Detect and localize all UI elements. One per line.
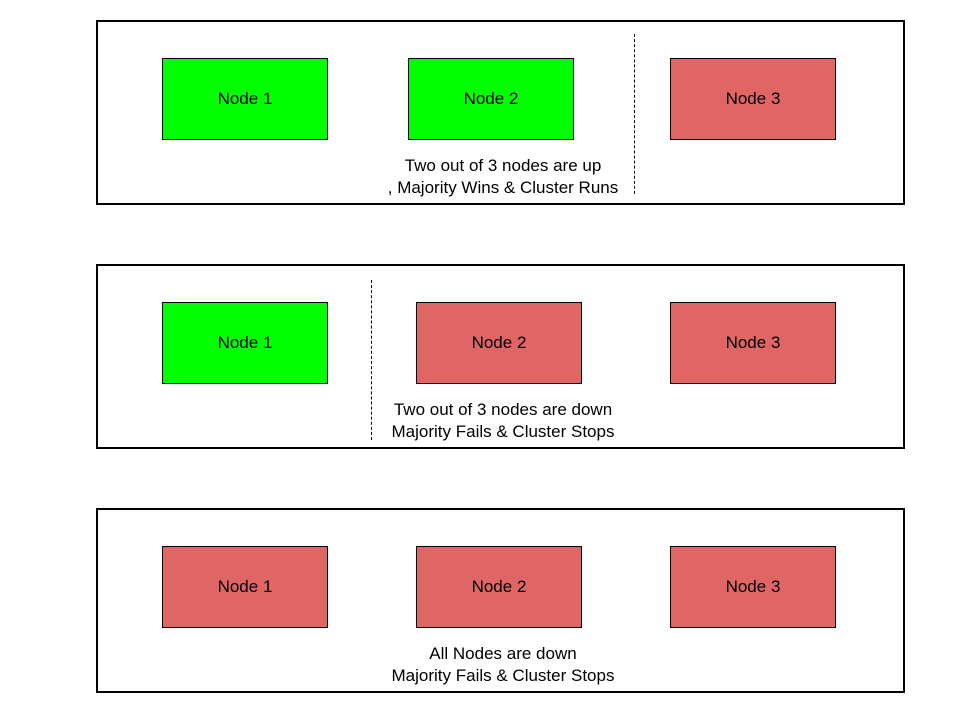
caption-line-2: , Majority Wins & Cluster Runs <box>387 178 619 197</box>
caption: Two out of 3 nodes are down Majority Fai… <box>98 399 908 443</box>
caption-line-2: Majority Fails & Cluster Stops <box>391 422 615 441</box>
node-2: Node 2 <box>416 302 582 384</box>
node-2: Node 2 <box>408 58 574 140</box>
node-1: Node 1 <box>162 546 328 628</box>
caption-line-1: All Nodes are down <box>429 644 577 663</box>
caption: Two out of 3 nodes are up , Majority Win… <box>98 155 908 199</box>
scenario-panel-3: Node 1 Node 2 Node 3 All Nodes are down … <box>96 508 905 693</box>
node-2: Node 2 <box>416 546 582 628</box>
node-3: Node 3 <box>670 546 836 628</box>
caption: All Nodes are down Majority Fails & Clus… <box>98 643 908 687</box>
partition-divider <box>634 34 635 194</box>
node-1: Node 1 <box>162 58 328 140</box>
partition-divider <box>371 280 372 440</box>
caption-line-1: Two out of 3 nodes are down <box>393 400 613 419</box>
caption-line-2: Majority Fails & Cluster Stops <box>391 666 615 685</box>
scenario-panel-2: Node 1 Node 2 Node 3 Two out of 3 nodes … <box>96 264 905 449</box>
node-3: Node 3 <box>670 302 836 384</box>
caption-line-1: Two out of 3 nodes are up <box>404 156 602 175</box>
node-3: Node 3 <box>670 58 836 140</box>
scenario-panel-1: Node 1 Node 2 Node 3 Two out of 3 nodes … <box>96 20 905 205</box>
node-1: Node 1 <box>162 302 328 384</box>
